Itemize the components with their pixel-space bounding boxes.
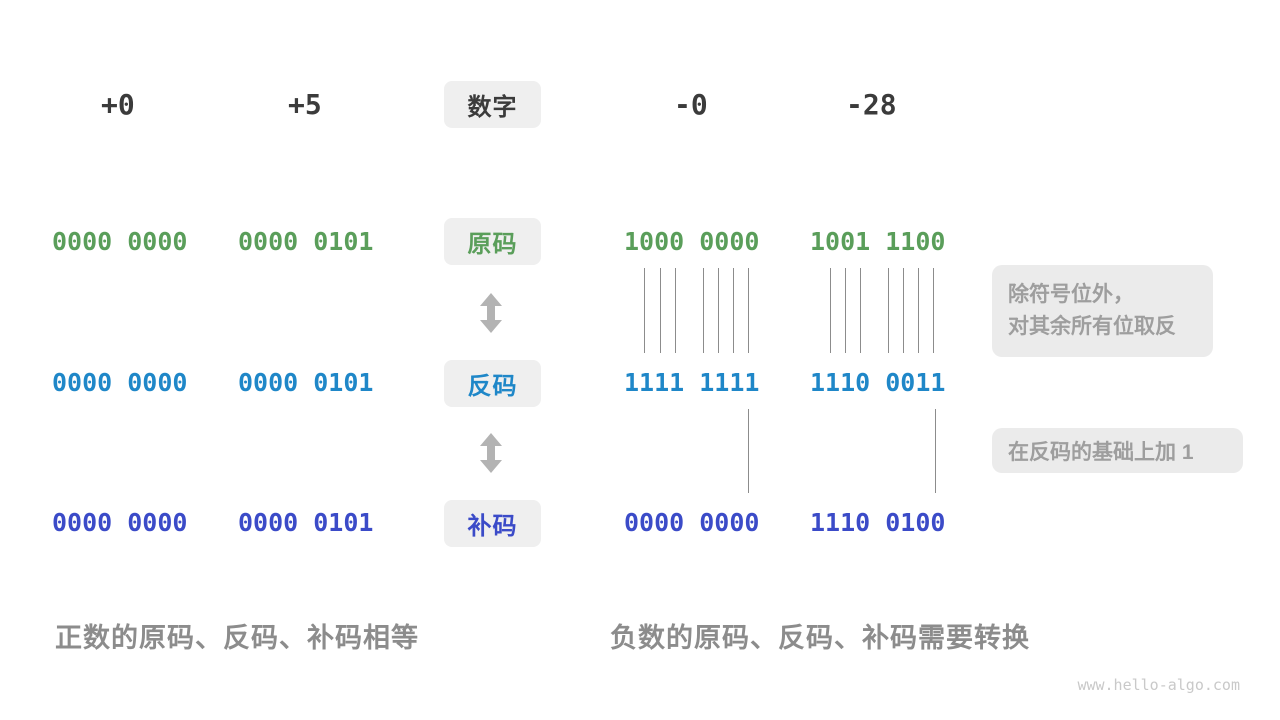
add-one-note-text: 在反码的基础上加 1 xyxy=(1008,440,1194,464)
ones-complement-minus0: 1111 1111 xyxy=(624,368,760,397)
bit-connector-line xyxy=(703,268,704,353)
twos-complement-pill: 补码 xyxy=(444,500,541,547)
bit-connector-line xyxy=(830,268,831,353)
header-label-pill: 数字 xyxy=(444,81,541,128)
bit-connector-line xyxy=(660,268,661,353)
double-arrow-icon xyxy=(479,433,503,473)
bit-connector-line xyxy=(718,268,719,353)
header-label-text: 数字 xyxy=(467,94,518,121)
bit-connector-line xyxy=(888,268,889,353)
sign-magnitude-plus5: 0000 0101 xyxy=(238,227,374,256)
caption-negative-numbers: 负数的原码、反码、补码需要转换 xyxy=(610,623,1030,653)
sign-magnitude-pill: 原码 xyxy=(444,218,541,265)
bit-connector-line xyxy=(675,268,676,353)
bit-connector-line xyxy=(918,268,919,353)
double-arrow-icon xyxy=(479,293,503,333)
ones-complement-pill: 反码 xyxy=(444,360,541,407)
twos-complement-plus0: 0000 0000 xyxy=(52,508,188,537)
ones-complement-minus28: 1110 0011 xyxy=(810,368,946,397)
bit-connector-line xyxy=(733,268,734,353)
bit-connector-line xyxy=(748,268,749,353)
bit-connector-line xyxy=(903,268,904,353)
ones-complement-plus0: 0000 0000 xyxy=(52,368,188,397)
add-one-connector-line xyxy=(748,409,749,493)
caption-positive-numbers: 正数的原码、反码、补码相等 xyxy=(55,623,419,653)
ones-complement-pill-text: 反码 xyxy=(467,373,518,400)
twos-complement-minus28: 1110 0100 xyxy=(810,508,946,537)
bit-connector-line xyxy=(845,268,846,353)
twos-complement-plus5: 0000 0101 xyxy=(238,508,374,537)
ones-complement-plus5: 0000 0101 xyxy=(238,368,374,397)
flip-bits-note-line2: 对其余所有位取反 xyxy=(1008,315,1176,338)
sign-magnitude-pill-text: 原码 xyxy=(467,231,518,258)
header-number-minus28: -28 xyxy=(846,88,897,121)
bit-connector-line xyxy=(860,268,861,353)
watermark-url: www.hello-algo.com xyxy=(1077,676,1240,694)
flip-bits-note-line1: 除符号位外， xyxy=(1008,283,1134,306)
header-number-plus5: +5 xyxy=(288,88,322,121)
twos-complement-pill-text: 补码 xyxy=(467,513,518,540)
sign-magnitude-minus28: 1001 1100 xyxy=(810,227,946,256)
header-number-minus0: -0 xyxy=(674,88,708,121)
twos-complement-minus0: 0000 0000 xyxy=(624,508,760,537)
add-one-note: 在反码的基础上加 1 xyxy=(992,428,1243,473)
flip-bits-note: 除符号位外， 对其余所有位取反 xyxy=(992,265,1213,357)
sign-magnitude-plus0: 0000 0000 xyxy=(52,227,188,256)
header-number-plus0: +0 xyxy=(101,88,135,121)
sign-magnitude-minus0: 1000 0000 xyxy=(624,227,760,256)
bit-connector-line xyxy=(644,268,645,353)
bit-connector-line xyxy=(933,268,934,353)
add-one-connector-line xyxy=(935,409,936,493)
